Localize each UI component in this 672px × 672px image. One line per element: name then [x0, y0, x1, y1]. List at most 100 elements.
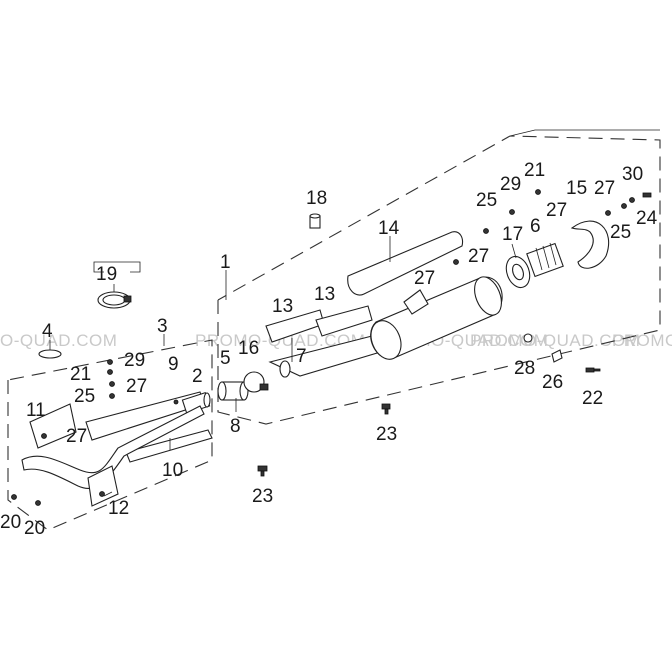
callout-13b: 13 — [314, 284, 335, 305]
header-assembly-boundary — [7, 339, 213, 531]
assembly-boundaries — [7, 129, 661, 531]
coupling-5-end-a — [217, 381, 227, 401]
callout-13a: 13 — [272, 296, 293, 317]
clamp-16 — [243, 371, 269, 393]
callout-27d: 27 — [468, 246, 489, 267]
muffler-rear-cap — [474, 276, 502, 316]
callout-27f: 27 — [594, 178, 615, 199]
callout-1: 1 — [220, 252, 231, 273]
bolt-22-shank — [593, 368, 601, 372]
pipe-sleeve-2 — [181, 391, 211, 415]
callout-20a: 20 — [0, 512, 21, 533]
callout-4: 4 — [42, 321, 53, 342]
end-cap-15 — [570, 220, 610, 269]
washer-25-top — [483, 228, 489, 234]
callout-23a: 23 — [376, 424, 397, 445]
spark-arrestor-6-body — [526, 242, 564, 278]
spark-arrestor-6 — [526, 242, 564, 278]
muffler-front-cap — [370, 320, 402, 360]
callout-15: 15 — [566, 178, 587, 199]
callout-26: 26 — [542, 372, 563, 393]
callout-20b: 20 — [24, 518, 45, 539]
washer-25-left — [109, 381, 115, 387]
watermark-center-right: PROMO-QUAD.COM — [470, 331, 640, 350]
callout-24: 24 — [636, 208, 658, 229]
bolt-23-lower — [257, 465, 268, 477]
watermark-left: O-QUAD.COM — [0, 331, 117, 350]
watermark-right: PROMO — [612, 331, 672, 350]
boundary-corner-top-right — [509, 129, 660, 137]
bolt-23-upper — [381, 403, 391, 415]
callout-12: 12 — [108, 498, 129, 519]
washer-29-left — [107, 369, 113, 375]
callout-16: 16 — [238, 338, 259, 359]
callout-22: 22 — [582, 388, 603, 409]
callouts: 1 2 3 4 5 6 7 8 9 10 11 12 13 13 14 15 1… — [0, 160, 658, 539]
callout-19: 19 — [96, 264, 117, 285]
leader-lines — [49, 236, 517, 497]
gasket-4 — [38, 349, 62, 359]
bolt-23-lower-shank — [260, 470, 265, 477]
callout-5: 5 — [220, 348, 231, 369]
gasket-17-hole — [512, 263, 524, 281]
coupling-5 — [217, 381, 249, 401]
washer-25-right — [621, 203, 627, 209]
muffler-shield-14 — [347, 231, 464, 296]
bracket-12 — [87, 465, 119, 507]
grommet-18 — [309, 213, 321, 229]
nut-27-mid — [453, 259, 459, 265]
callout-29b: 29 — [500, 174, 521, 195]
clamp-19-inner — [102, 294, 126, 306]
callout-27c: 27 — [414, 268, 435, 289]
callout-30: 30 — [622, 164, 643, 185]
pipe-shield-13b — [315, 305, 373, 337]
bolt-24 — [642, 192, 652, 198]
callout-23b: 23 — [252, 486, 273, 507]
header-pipe — [21, 405, 205, 489]
callout-3: 3 — [157, 316, 168, 337]
spark-arrestor-6-rib1 — [535, 247, 543, 271]
nut-27-left — [109, 393, 115, 399]
callout-7: 7 — [296, 346, 307, 367]
heat-strip-10 — [125, 429, 213, 463]
muffler-bracket — [403, 289, 429, 315]
callout-27a: 27 — [126, 376, 147, 397]
callout-28: 28 — [514, 358, 535, 379]
clamp-19-screw — [123, 295, 132, 303]
callout-29a: 29 — [124, 350, 145, 371]
callout-10: 10 — [162, 460, 183, 481]
bolt-22 — [585, 367, 601, 373]
bolt-20a — [11, 494, 17, 500]
spark-arrestor-6-rib3 — [549, 242, 557, 266]
washer-29-top — [509, 209, 515, 215]
callout-18: 18 — [306, 188, 327, 209]
pipe-sleeve-2-end — [203, 392, 211, 408]
callout-27e: 27 — [546, 200, 567, 221]
bolt-21-top — [535, 189, 541, 195]
callout-11: 11 — [26, 400, 46, 421]
left-hardware — [107, 359, 115, 399]
callout-8: 8 — [230, 416, 241, 437]
callout-21a: 21 — [70, 364, 91, 385]
bolt-22-head — [585, 367, 595, 373]
callout-25a: 25 — [74, 386, 95, 407]
clamp-19-bracket — [93, 261, 141, 273]
callout-17: 17 — [502, 224, 523, 245]
clamp-16-screw — [259, 383, 269, 391]
spark-arrestor-6-rib2 — [542, 245, 550, 269]
washer-30 — [629, 197, 635, 203]
bracket-12-hole — [99, 491, 105, 497]
callout-14: 14 — [378, 218, 400, 239]
mid-pipe-7-inlet — [279, 360, 291, 378]
washer-26 — [551, 349, 563, 363]
bolt-23-lower-head — [257, 465, 268, 472]
callout-25c: 25 — [610, 222, 631, 243]
callout-6: 6 — [530, 216, 541, 237]
bolt-20b — [35, 500, 41, 506]
washer-28 — [523, 333, 533, 343]
callout-25b: 25 — [476, 190, 497, 211]
callout-27b: 27 — [66, 426, 87, 447]
heat-shield-11-hole — [41, 433, 47, 439]
